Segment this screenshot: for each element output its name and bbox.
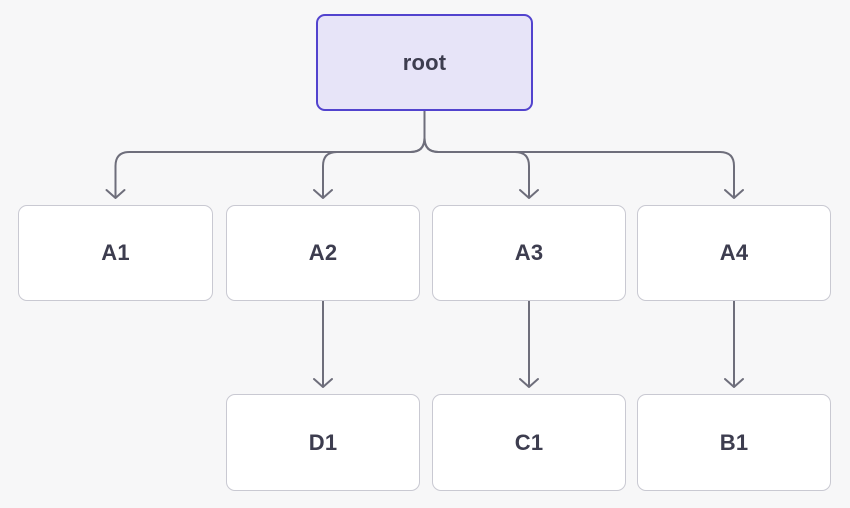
node-a1[interactable]: A1 bbox=[18, 205, 213, 301]
node-a3[interactable]: A3 bbox=[432, 205, 626, 301]
node-label: D1 bbox=[308, 429, 338, 455]
node-label: A1 bbox=[101, 240, 130, 265]
node-d1[interactable]: D1 bbox=[226, 394, 420, 491]
node-label: B1 bbox=[719, 429, 749, 455]
node-c1[interactable]: C1 bbox=[432, 394, 626, 491]
node-b1[interactable]: B1 bbox=[637, 394, 831, 491]
node-label: root bbox=[402, 49, 447, 75]
node-label: A3 bbox=[514, 240, 544, 265]
node-label: A4 bbox=[719, 240, 749, 265]
node-root[interactable]: root bbox=[316, 14, 533, 111]
node-a4[interactable]: A4 bbox=[637, 205, 831, 301]
node-a2[interactable]: A2 bbox=[226, 205, 420, 301]
node-label: A2 bbox=[308, 240, 338, 265]
node-label: C1 bbox=[514, 429, 544, 455]
